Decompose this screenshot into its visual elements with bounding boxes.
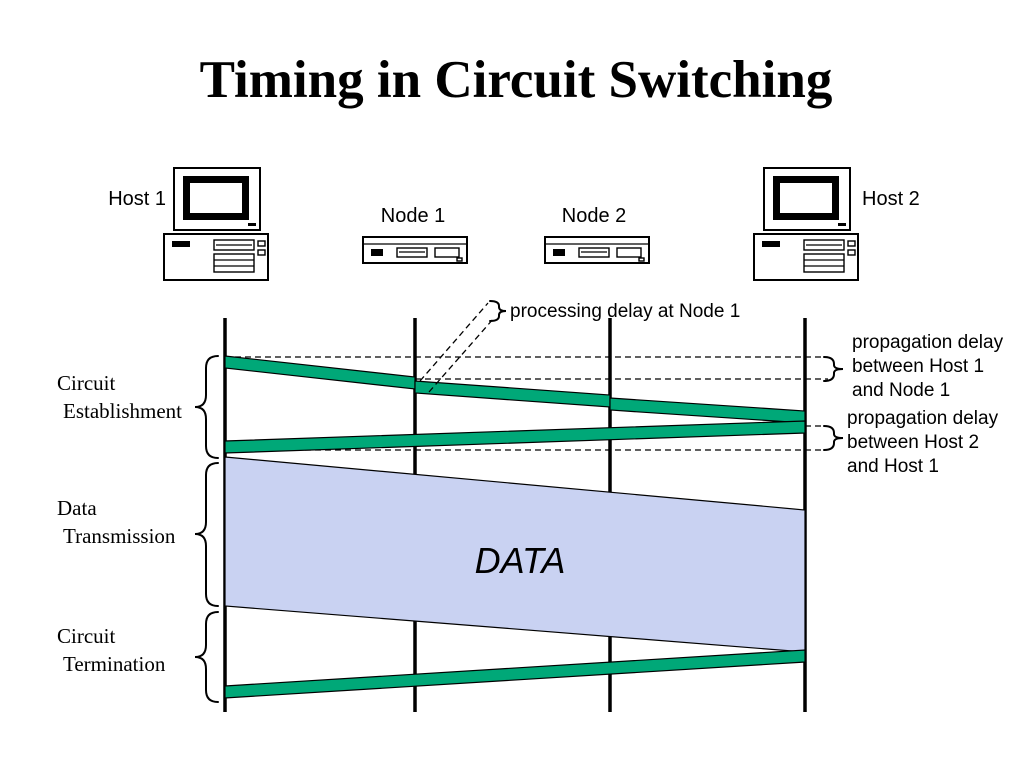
prop-delay-a-line1: propagation delay — [852, 332, 1004, 353]
transmission-label-line2: Transmission — [63, 524, 176, 548]
host2-computer-icon — [753, 167, 859, 281]
node2-device: Node 2 — [544, 205, 650, 264]
prop-delay-a-line2: between Host 1 — [852, 356, 984, 377]
host1-computer-icon — [163, 167, 269, 281]
transmission-brace — [194, 462, 219, 607]
host1-device: Host 1 — [108, 167, 269, 281]
circuit-request-band-node1-node2 — [414, 380, 611, 408]
host2-device: Host 2 — [753, 167, 920, 281]
circuit-request-band-node2-host2 — [609, 397, 806, 424]
transmission-label-line1: Data — [57, 496, 97, 520]
prop-delay-a-brace — [823, 356, 844, 382]
circuit-termination-band — [224, 649, 806, 699]
prop-delay-b-brace — [823, 425, 844, 451]
node1-device: Node 1 — [362, 205, 468, 264]
host1-label: Host 1 — [108, 188, 166, 210]
prop-delay-b-line1: propagation delay — [847, 408, 999, 429]
establishment-label-line1: Circuit — [57, 371, 115, 395]
prop-delay-b-line2: between Host 2 — [847, 432, 979, 453]
circuit-request-band-host1-node1 — [224, 355, 416, 390]
host2-label: Host 2 — [862, 188, 920, 210]
phase-termination: Circuit Termination — [57, 611, 219, 703]
phase-transmission: Data Transmission — [57, 462, 219, 607]
processing-delay-brace — [489, 300, 507, 322]
node2-label: Node 2 — [562, 205, 627, 227]
termination-label-line2: Termination — [63, 652, 166, 676]
establishment-brace — [194, 355, 219, 459]
node1-switch-icon — [362, 236, 468, 264]
termination-label-line1: Circuit — [57, 624, 115, 648]
node2-switch-icon — [544, 236, 650, 264]
prop-delay-a-line3: and Node 1 — [852, 380, 950, 401]
phase-establishment: Circuit Establishment — [57, 355, 219, 459]
callout-dashed-upper — [419, 302, 489, 382]
slide-title: Timing in Circuit Switching — [200, 51, 833, 109]
node1-label: Node 1 — [381, 205, 446, 227]
circuit-accept-band — [224, 420, 806, 454]
processing-delay-label: processing delay at Node 1 — [510, 301, 740, 322]
prop-delay-host1-node1-annotation: propagation delay between Host 1 and Nod… — [823, 332, 1004, 401]
callout-dashed-lower — [428, 317, 495, 393]
prop-delay-b-line3: and Host 1 — [847, 456, 939, 477]
termination-brace — [194, 611, 219, 703]
data-region-label: DATA — [475, 540, 566, 581]
processing-delay-callout: processing delay at Node 1 — [419, 300, 740, 393]
establishment-label-line2: Establishment — [63, 399, 182, 423]
prop-delay-host2-host1-annotation: propagation delay between Host 2 and Hos… — [823, 408, 999, 477]
